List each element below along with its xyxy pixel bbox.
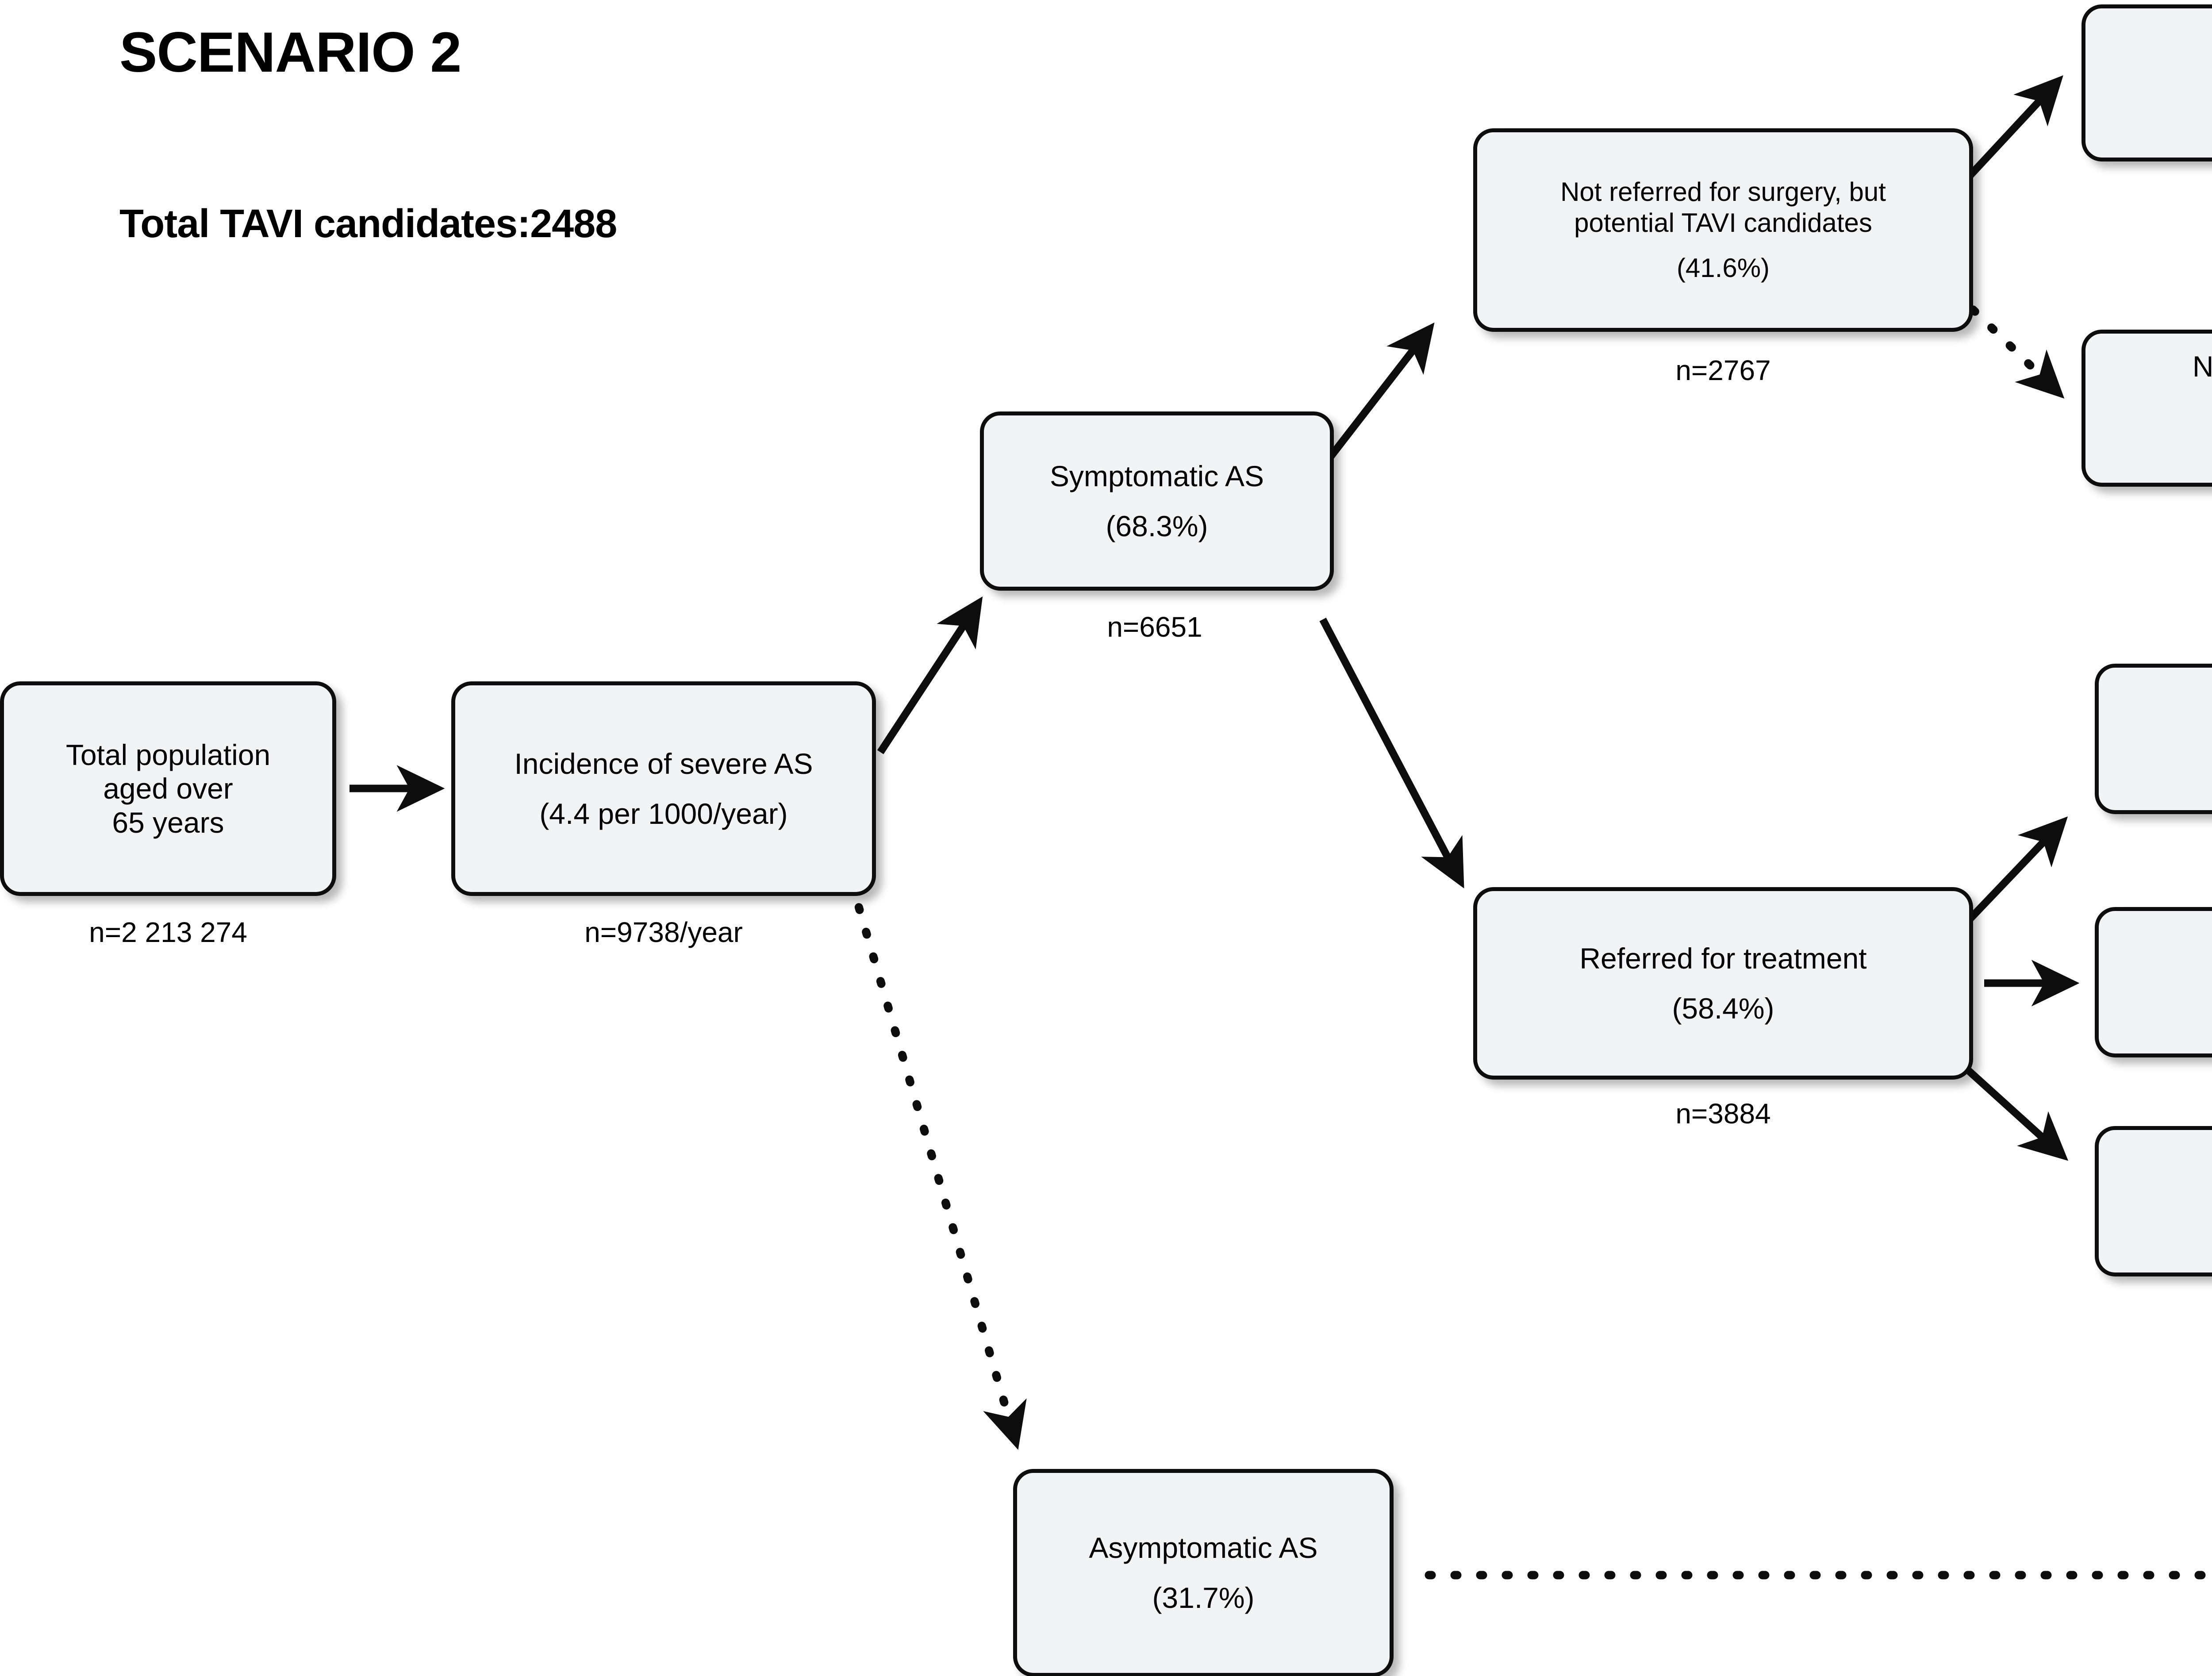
ncap-not-referred: n=2767 (1675, 354, 1771, 386)
edge-notreferred-to-treated (1966, 75, 2063, 180)
node-not-referred-label: Not referred for surgery, but potential … (1560, 177, 1886, 238)
node-not-treated[interactable]: Not treated with TAVI or other intervent… (2081, 330, 2212, 487)
node-incidence-label: Incidence of severe AS (514, 747, 813, 780)
node-not-referred[interactable]: Not referred for surgery, but potential … (1473, 128, 1973, 332)
node-total-population-label: Total population aged over 65 years (65, 738, 271, 839)
node-referred-for-treatment[interactable]: Referred for treatment (58.4%) (1473, 887, 1973, 1080)
node-symptomatic-as-label: Symptomatic AS (1049, 459, 1264, 492)
subtitle: Total TAVI candidates:2488 (119, 202, 617, 246)
node-symptomatic-as-pct: (68.3%) (1106, 509, 1208, 542)
node-total-population[interactable]: Total population aged over 65 years (0, 681, 336, 896)
node-high-risk[interactable]: High risk (6.2%) (2095, 664, 2212, 814)
edge-referred-to-lowrisk (1966, 1068, 2069, 1161)
node-asymptomatic-as-label: Asymptomatic AS (1089, 1531, 1318, 1565)
node-incidence[interactable]: Incidence of severe AS (4.4 per 1000/yea… (451, 681, 876, 896)
node-not-referred-pct: (41.6%) (1676, 253, 1770, 283)
edge-symptomatic-to-referred (1319, 618, 1464, 889)
node-low-risk[interactable]: Low risk (13.9%) (2095, 1126, 2212, 1276)
node-intermediate-risk[interactable]: INTERMEDIATE RISK (13.9%) (2095, 907, 2212, 1057)
ncap-incidence: n=9738/year (584, 916, 743, 948)
node-asymptomatic-as[interactable]: Asymptomatic AS (31.7%) (1013, 1469, 1394, 1676)
edge-referred-to-highrisk (1966, 816, 2068, 923)
node-asymptomatic-as-pct: (31.7%) (1152, 1581, 1255, 1614)
page-title: SCENARIO 2 (119, 21, 461, 84)
ncap-total-population: n=2 213 274 (89, 916, 247, 948)
node-incidence-pct: (4.4 per 1000/year) (539, 797, 788, 830)
edge-incidence-to-symptomatic (877, 596, 983, 754)
ncap-referred-for-treatment: n=3884 (1675, 1098, 1771, 1130)
ncap-symptomatic-as: n=6651 (1107, 611, 1202, 643)
edge-symptomatic-to-notreferred (1320, 322, 1435, 469)
node-symptomatic-as[interactable]: Symptomatic AS (68.3%) (980, 411, 1334, 591)
node-not-treated-label: Not treated with TAVI or other intervent… (2192, 350, 2212, 383)
edge-incidence-to-asymptomatic (847, 878, 1027, 1450)
edge-notreferred-to-nottreated (1969, 305, 2065, 399)
node-treated-with-tavi[interactable]: Treated with TAVI (61.7%) (2081, 4, 2212, 161)
node-referred-for-treatment-pct: (58.4%) (1672, 992, 1774, 1025)
node-referred-for-treatment-label: Referred for treatment (1579, 942, 1867, 975)
